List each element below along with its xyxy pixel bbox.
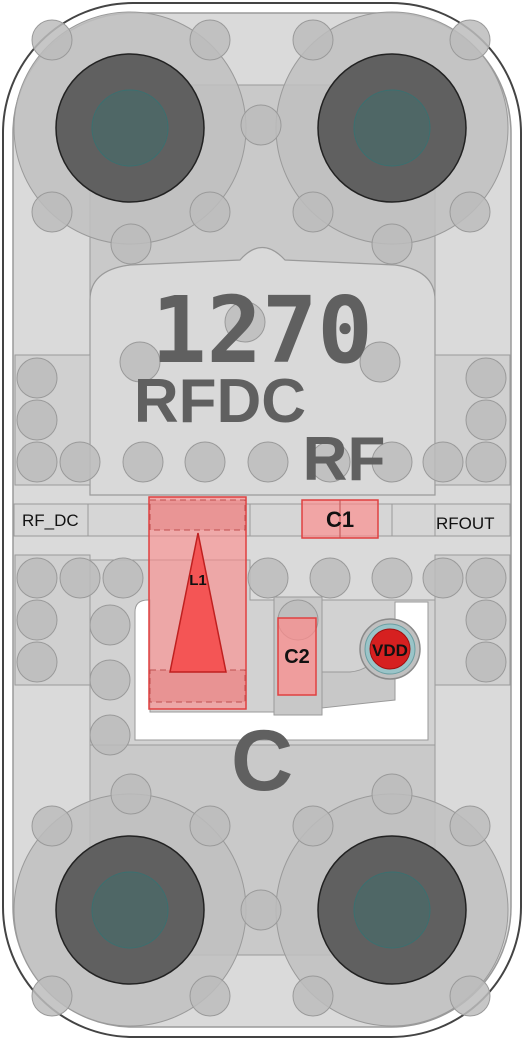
silkscreen-rf: RF: [303, 425, 386, 494]
l1-label: L1: [189, 572, 207, 589]
l1-pad-bottom: [149, 669, 246, 703]
c1-label: C1: [326, 507, 354, 532]
mounting-holes: [13, 11, 509, 1027]
upper-center-island: [89, 246, 436, 496]
l1-pad-top: [149, 499, 246, 531]
silkscreen-rfdc: RFDC: [134, 367, 306, 436]
l1-triangle-marker: [169, 532, 227, 673]
c2-highlight[interactable]: [277, 617, 317, 696]
rf-trace: [13, 503, 511, 537]
part-number: 1270: [151, 277, 373, 384]
silkscreen-c: C: [231, 713, 293, 809]
vdd-label: VDD: [372, 641, 408, 660]
vdd-pad[interactable]: [369, 628, 411, 670]
pin-label-rf-dc: RF_DC: [22, 511, 79, 530]
c2-label: C2: [284, 646, 310, 668]
vias: [16, 19, 507, 1017]
pin-label-rfout: RFOUT: [436, 514, 495, 533]
